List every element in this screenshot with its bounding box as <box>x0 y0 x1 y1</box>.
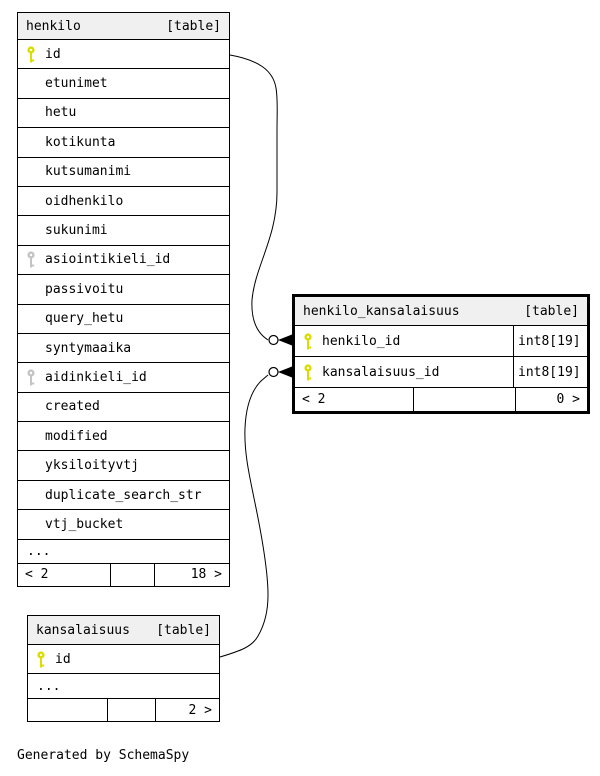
column-name: hetu <box>45 105 77 121</box>
footer-prev-count <box>28 699 107 721</box>
column-row-kansalaisuus-id: kansalaisuus_id int8[19] <box>295 356 587 387</box>
column-row-kotikunta: kotikunta <box>18 127 229 156</box>
table-tag: [table] <box>156 622 211 638</box>
column-row-modified: modified <box>18 421 229 450</box>
column-name: query_hetu <box>45 311 124 327</box>
column-row-id: id <box>28 644 219 673</box>
footer-middle-cell <box>110 563 155 586</box>
column-name: vtj_bucket <box>45 516 124 532</box>
column-row-query-hetu: query_hetu <box>18 303 229 333</box>
column-row-kutsumanimi: kutsumanimi <box>18 156 229 186</box>
column-row-hetu: hetu <box>18 97 229 127</box>
relationship-line-henkilo-id <box>229 54 278 341</box>
column-row-etunimet: etunimet <box>18 68 229 97</box>
table-henkilo-kansalaisuus: henkilo_kansalaisuus [table] henkilo_id … <box>292 294 590 414</box>
footer-prev-count: < 2 <box>25 567 49 583</box>
column-type: int8[19] <box>513 357 587 387</box>
column-row-vtj-bucket: vtj_bucket <box>18 509 229 538</box>
table-footer: 2 > <box>28 698 219 721</box>
column-name: kutsumanimi <box>45 164 132 180</box>
primary-key-icon <box>37 650 46 668</box>
primary-key-icon <box>304 332 313 350</box>
foreign-key-icon <box>27 251 36 268</box>
footer-middle-cell <box>107 699 156 721</box>
column-row-duplicate-search-str: duplicate_search_str <box>18 479 229 509</box>
table-tag: [table] <box>524 303 579 319</box>
column-row-asiointikieli-id: asiointikieli_id <box>18 244 229 274</box>
column-name: created <box>45 399 100 415</box>
arrowhead-icon <box>278 366 292 378</box>
table-henkilo: henkilo [table] id etunimet hetu kotikun… <box>17 12 230 587</box>
column-row-aidinkieli-id: aidinkieli_id <box>18 362 229 391</box>
table-name: henkilo_kansalaisuus <box>303 303 460 319</box>
table-henkilo-kansalaisuus-header[interactable]: henkilo_kansalaisuus [table] <box>295 297 587 325</box>
column-name: aidinkieli_id <box>45 369 147 385</box>
table-name: henkilo <box>26 18 81 34</box>
table-kansalaisuus-header[interactable]: kansalaisuus [table] <box>28 616 219 644</box>
primary-key-icon <box>304 363 313 381</box>
column-name: modified <box>45 428 108 444</box>
column-row-id: id <box>18 39 229 68</box>
table-name: kansalaisuus <box>36 622 130 638</box>
generator-note: Generated by SchemaSpy <box>17 748 190 763</box>
cardinality-circle-icon <box>268 334 279 346</box>
column-name: kansalaisuus_id <box>322 364 440 380</box>
footer-next-count: 2 > <box>188 702 212 718</box>
table-footer: < 2 18 > <box>18 562 229 586</box>
column-row-yksiloityvtj: yksiloityvtj <box>18 450 229 479</box>
column-name: id <box>55 651 71 667</box>
column-row-syntymaaika: syntymaaika <box>18 332 229 362</box>
footer-prev-count: < 2 <box>302 392 326 407</box>
foreign-key-icon <box>27 369 36 386</box>
column-row-henkilo-id: henkilo_id int8[19] <box>295 325 587 356</box>
hidden-columns-ellipsis: ... <box>18 538 229 563</box>
hidden-columns-ellipsis: ... <box>28 673 219 698</box>
column-row-oidhenkilo: oidhenkilo <box>18 185 229 215</box>
column-name: sukunimi <box>45 223 108 239</box>
column-name: henkilo_id <box>322 333 401 349</box>
column-name: asiointikieli_id <box>45 252 171 268</box>
column-name: duplicate_search_str <box>45 487 202 503</box>
column-name: passivoitu <box>45 281 124 297</box>
table-henkilo-header[interactable]: henkilo [table] <box>18 13 229 39</box>
column-row-sukunimi: sukunimi <box>18 215 229 244</box>
footer-next-count: 0 > <box>556 392 580 407</box>
table-footer: < 2 0 > <box>295 387 587 411</box>
column-row-created: created <box>18 391 229 421</box>
column-name: id <box>45 46 61 62</box>
column-name: etunimet <box>45 76 108 92</box>
arrowhead-icon <box>278 334 292 346</box>
cardinality-circle-icon <box>268 366 279 378</box>
column-name: yksiloityvtj <box>45 458 139 474</box>
column-row-passivoitu: passivoitu <box>18 274 229 303</box>
footer-next-count: 18 > <box>190 567 222 583</box>
primary-key-icon <box>27 46 36 63</box>
column-name: syntymaaika <box>45 340 132 356</box>
footer-middle-cell <box>413 388 516 411</box>
table-kansalaisuus: kansalaisuus [table] id ... 2 > <box>27 615 220 722</box>
table-tag: [table] <box>166 18 221 34</box>
column-name: oidhenkilo <box>45 193 124 209</box>
column-name: kotikunta <box>45 134 116 150</box>
column-type: int8[19] <box>513 326 587 356</box>
